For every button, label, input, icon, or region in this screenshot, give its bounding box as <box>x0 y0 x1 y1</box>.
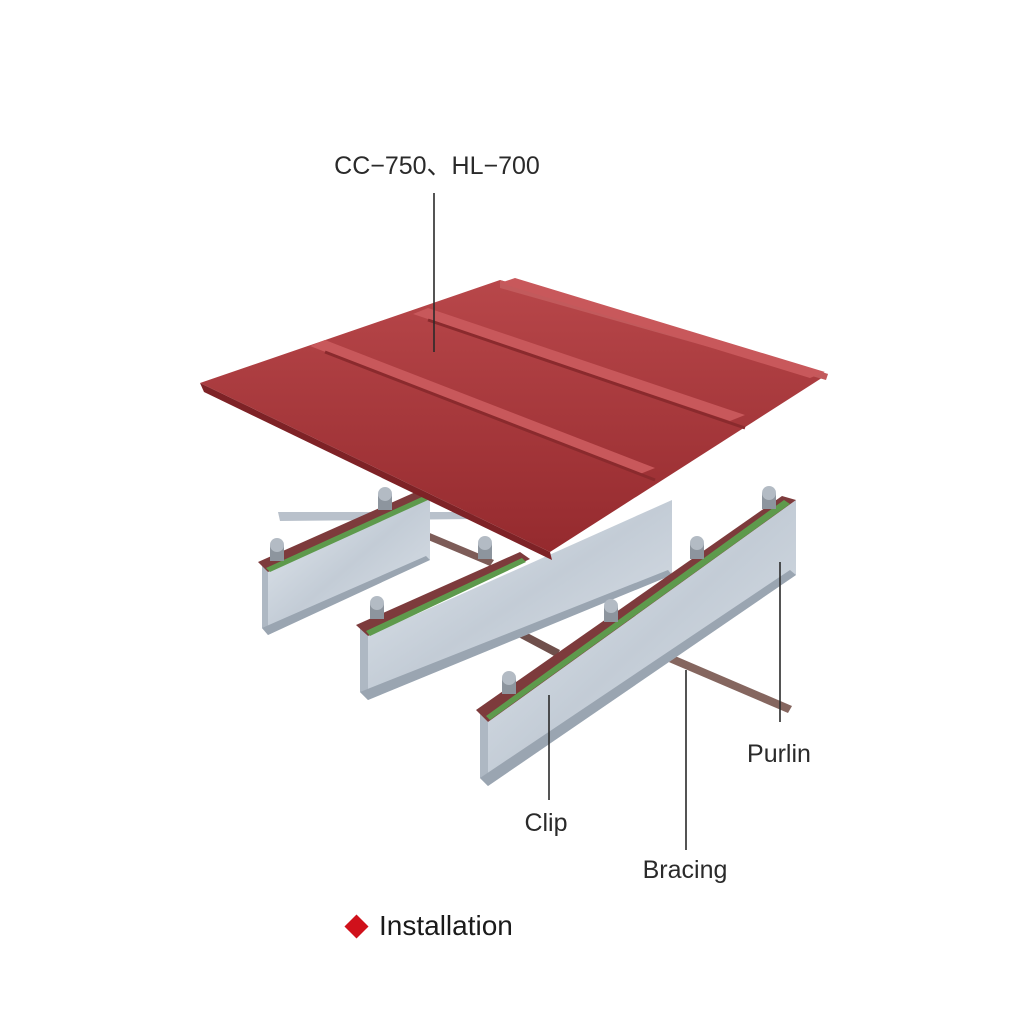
clip <box>370 596 384 619</box>
roof-panel <box>200 278 828 560</box>
clip <box>270 538 284 561</box>
clip <box>690 536 704 559</box>
purlin-middle <box>356 500 672 700</box>
purlin-front <box>476 496 796 786</box>
installation-caption: Installation <box>344 906 513 946</box>
bracing-label: Bracing <box>643 856 728 884</box>
diamond-bullet-icon <box>344 913 369 939</box>
clips <box>270 486 776 694</box>
caption-text: Installation <box>379 910 513 941</box>
clip-label: Clip <box>524 809 567 837</box>
panel-label: CC−750、HL−700 <box>334 152 540 180</box>
roof-rib <box>500 278 825 378</box>
clip <box>502 671 516 694</box>
clip <box>762 486 776 509</box>
purlin-left <box>258 490 430 635</box>
clip <box>478 536 492 559</box>
purlin-label: Purlin <box>747 740 811 768</box>
bracing-bar <box>636 641 792 713</box>
roof-rib <box>310 340 655 474</box>
clip <box>378 487 392 510</box>
roof-rib <box>413 308 745 421</box>
clip <box>604 599 618 622</box>
